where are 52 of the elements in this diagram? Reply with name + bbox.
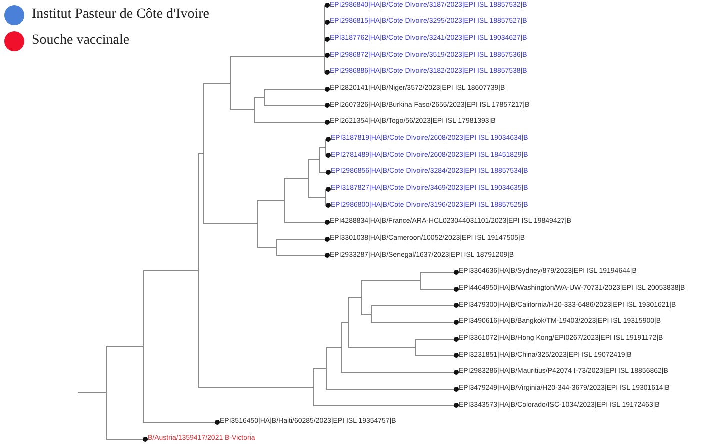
branch-line [230, 56, 325, 57]
branch-line [415, 353, 460, 358]
branch-line [371, 320, 460, 325]
legend-label: Institut Pasteur de Côte d'Ivoire [32, 7, 210, 23]
branch-line [313, 368, 327, 369]
branch-line [371, 303, 460, 308]
branch-line [198, 387, 314, 388]
branch-line [78, 392, 107, 393]
branch-line [203, 83, 231, 84]
branch-line [319, 147, 326, 148]
branch-line [143, 420, 220, 425]
branch-line [284, 220, 330, 225]
branch-line [276, 253, 330, 258]
branch-line [230, 109, 255, 110]
branch-line [198, 153, 204, 154]
branch-line [325, 137, 332, 142]
branch-line [143, 270, 199, 271]
branch-line [264, 87, 330, 92]
branch-line [348, 297, 362, 298]
branch-line [341, 370, 460, 375]
branch-line [415, 337, 460, 342]
branch-line [106, 346, 144, 347]
branch-line [324, 53, 330, 58]
branch-line [324, 37, 330, 42]
branch-line [319, 170, 332, 175]
branch-line [284, 178, 309, 179]
branch-line [420, 287, 460, 292]
branch-line [254, 120, 330, 125]
branch-line [326, 347, 342, 348]
branch-line [361, 280, 421, 281]
branch-line [264, 103, 330, 108]
branch-line [361, 314, 372, 315]
branch-line [324, 70, 330, 75]
branch-line [326, 387, 460, 392]
branch-line [325, 187, 332, 192]
branch-line [203, 223, 258, 224]
branch-line [308, 159, 320, 160]
branch-line [325, 153, 332, 158]
branch-line [324, 20, 330, 25]
branch-line [341, 322, 349, 323]
branch-line [257, 200, 285, 201]
branch-line [420, 270, 460, 275]
branch-line [324, 3, 330, 8]
branch-line [106, 437, 148, 442]
branch-line [313, 403, 460, 408]
branch-line [254, 97, 265, 98]
legend-label: Souche vaccinale [32, 33, 130, 49]
branch-line [276, 237, 330, 242]
branch-line [257, 247, 277, 248]
branch-line [308, 197, 326, 198]
branch-line [348, 347, 416, 348]
branch-line [325, 203, 332, 208]
